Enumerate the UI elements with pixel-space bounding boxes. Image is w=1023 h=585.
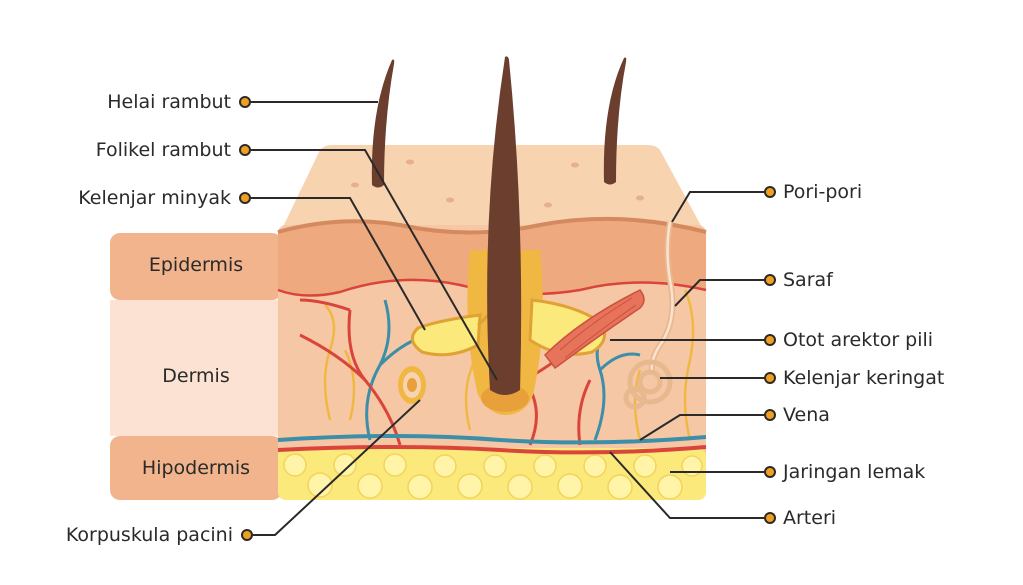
hair-strand-left — [371, 59, 395, 188]
epidermis-line — [277, 216, 707, 235]
label-jaringan-lemak: Jaringan lemak — [783, 461, 926, 483]
label-markers — [239, 96, 776, 541]
fat-cells — [283, 453, 703, 500]
dermis-band — [110, 300, 282, 436]
surface-pores — [351, 159, 644, 208]
artery-horizontal — [277, 445, 707, 455]
layer-label-epidermis: Epidermis — [148, 254, 244, 276]
sweat-gland-coil — [623, 359, 673, 410]
hipodermis-band — [110, 436, 282, 500]
label-kelenjar-keringat: Kelenjar keringat — [783, 367, 945, 389]
muscle-fibers — [559, 297, 637, 359]
label-vena: Vena — [783, 404, 830, 426]
label-arteri: Arteri — [783, 507, 837, 529]
label-pori-pori: Pori-pori — [783, 181, 863, 203]
hair-strand-center — [487, 56, 522, 396]
label-saraf: Saraf — [783, 269, 833, 291]
layer-label-dermis: Dermis — [162, 365, 230, 387]
pacinian-corpuscle — [398, 366, 426, 404]
label-kelenjar-minyak: Kelenjar minyak — [78, 187, 231, 209]
hair-strand-right — [603, 57, 627, 185]
epidermis-band — [110, 233, 282, 300]
vein-horizontal — [277, 434, 707, 445]
label-helai-rambut: Helai rambut — [107, 91, 231, 113]
label-folikel-rambut: Folikel rambut — [95, 139, 231, 161]
sweat-duct-inner — [650, 221, 674, 376]
label-otot-arektor-pili: Otot arektor pili — [783, 329, 934, 351]
layer-label-hipodermis: Hipodermis — [141, 457, 251, 479]
sebaceous-gland — [410, 313, 482, 357]
arrector-pili-muscle — [544, 289, 645, 370]
label-korpuskula-pacini: Korpuskula pacini — [65, 524, 233, 546]
leader-lines — [245, 101, 770, 536]
